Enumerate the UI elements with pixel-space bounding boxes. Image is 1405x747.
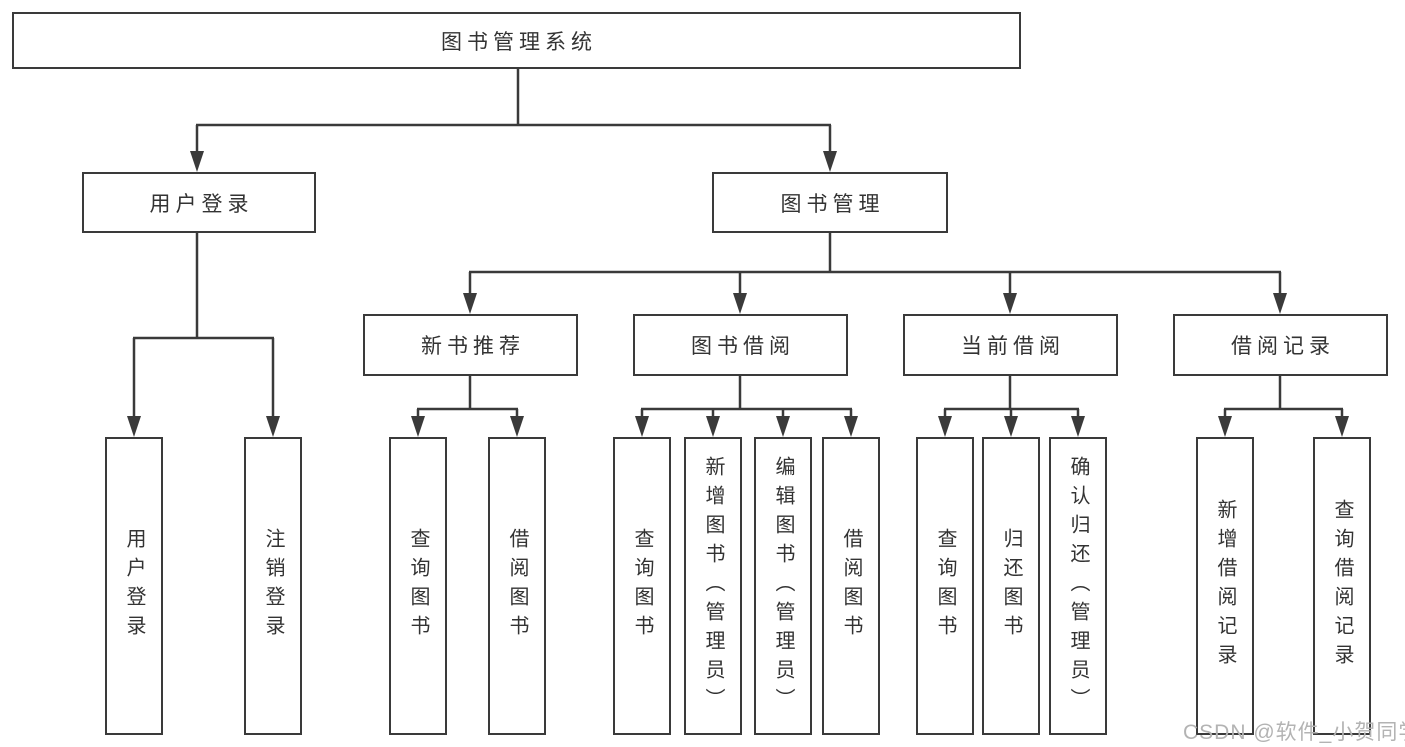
arrow-to-leaf-s3-1: [1335, 416, 1349, 437]
node-label: 图书管理: [780, 192, 885, 216]
csdn-watermark: CSDN @软件_小贺同学: [1183, 721, 1405, 744]
arrow-to-user-login: [190, 151, 204, 172]
leaf-label: 归还图书: [1000, 528, 1022, 644]
node-label: 图书管理系统: [441, 30, 597, 54]
leaf-label: 新增借阅记录: [1214, 499, 1236, 673]
node-book-borrowing: 图书借阅: [633, 314, 848, 376]
node-label: 新书推荐: [421, 335, 525, 358]
arrow-to-leaf-s2-1: [1004, 416, 1018, 437]
leaf-label: 借阅图书: [506, 528, 528, 644]
leaf-query-borrow-record: 查询借阅记录: [1313, 437, 1371, 735]
leaf-label: 新增图书（管理员）: [702, 455, 724, 717]
leaf-add-books-admin: 新增图书（管理员）: [684, 437, 742, 735]
arrow-to-leaf-s2-0: [938, 416, 952, 437]
leaf-label: 查询借阅记录: [1331, 499, 1353, 673]
leaf-user-login: 用户登录: [105, 437, 163, 735]
leaf-label: 查询图书: [934, 528, 956, 644]
node-borrowing-records: 借阅记录: [1173, 314, 1388, 376]
leaf-confirm-return-admin: 确认归还（管理员）: [1049, 437, 1107, 735]
arrow-to-sec1: [733, 293, 747, 314]
arrow-to-leaf-s2-2: [1071, 416, 1085, 437]
arrow-to-leaf-s0-1: [510, 416, 524, 437]
connector-root-to-level2: [195, 68, 832, 153]
arrow-to-book-mgmt: [823, 151, 837, 172]
arrow-to-leaf-s0-0: [411, 416, 425, 437]
connector-sec3-to-leaves: [1223, 376, 1344, 419]
arrow-to-sec3: [1273, 293, 1287, 314]
leaf-label: 编辑图书（管理员）: [772, 455, 794, 717]
node-current-borrowing: 当前借阅: [903, 314, 1118, 376]
arrow-to-leaf-ul-1: [266, 416, 280, 437]
connector-sec0-to-leaves: [416, 376, 519, 419]
leaf-query-books: 查询图书: [389, 437, 447, 735]
node-label: 当前借阅: [961, 335, 1065, 358]
arrow-to-leaf-s1-0: [635, 416, 649, 437]
connector-bookmgmt-to-sections: [468, 233, 1282, 297]
arrow-to-sec0: [463, 293, 477, 314]
arrow-to-leaf-s1-2: [776, 416, 790, 437]
leaf-label: 查询图书: [631, 528, 653, 644]
leaf-edit-books-admin: 编辑图书（管理员）: [754, 437, 812, 735]
arrow-to-sec2: [1003, 293, 1017, 314]
connector-sec2-to-leaves: [943, 376, 1080, 419]
leaf-logout: 注销登录: [244, 437, 302, 735]
arrow-to-leaf-ul-0: [127, 416, 141, 437]
node-book-management: 图书管理: [712, 172, 948, 233]
node-user-login: 用户登录: [82, 172, 316, 233]
leaf-label: 查询图书: [407, 528, 429, 644]
arrow-to-leaf-s1-3: [844, 416, 858, 437]
leaf-return-books: 归还图书: [982, 437, 1040, 735]
arrow-to-leaf-s1-1: [706, 416, 720, 437]
leaf-borrow-books: 借阅图书: [822, 437, 880, 735]
leaf-add-borrow-record: 新增借阅记录: [1196, 437, 1254, 735]
node-label: 借阅记录: [1231, 335, 1335, 358]
node-library-management-system: 图书管理系统: [12, 12, 1021, 69]
leaf-label: 注销登录: [262, 528, 284, 644]
arrow-to-leaf-s3-0: [1218, 416, 1232, 437]
leaf-label: 用户登录: [123, 528, 145, 644]
leaf-query-books: 查询图书: [916, 437, 974, 735]
node-new-book-recommendation: 新书推荐: [363, 314, 578, 376]
leaf-query-books: 查询图书: [613, 437, 671, 735]
node-label: 图书借阅: [691, 335, 795, 358]
node-label: 用户登录: [149, 192, 254, 216]
connector-sec1-to-leaves: [640, 376, 853, 419]
leaf-label: 确认归还（管理员）: [1067, 455, 1089, 717]
connector-userlogin-to-leaves: [132, 233, 275, 419]
leaf-borrow-books: 借阅图书: [488, 437, 546, 735]
leaf-label: 借阅图书: [840, 528, 862, 644]
